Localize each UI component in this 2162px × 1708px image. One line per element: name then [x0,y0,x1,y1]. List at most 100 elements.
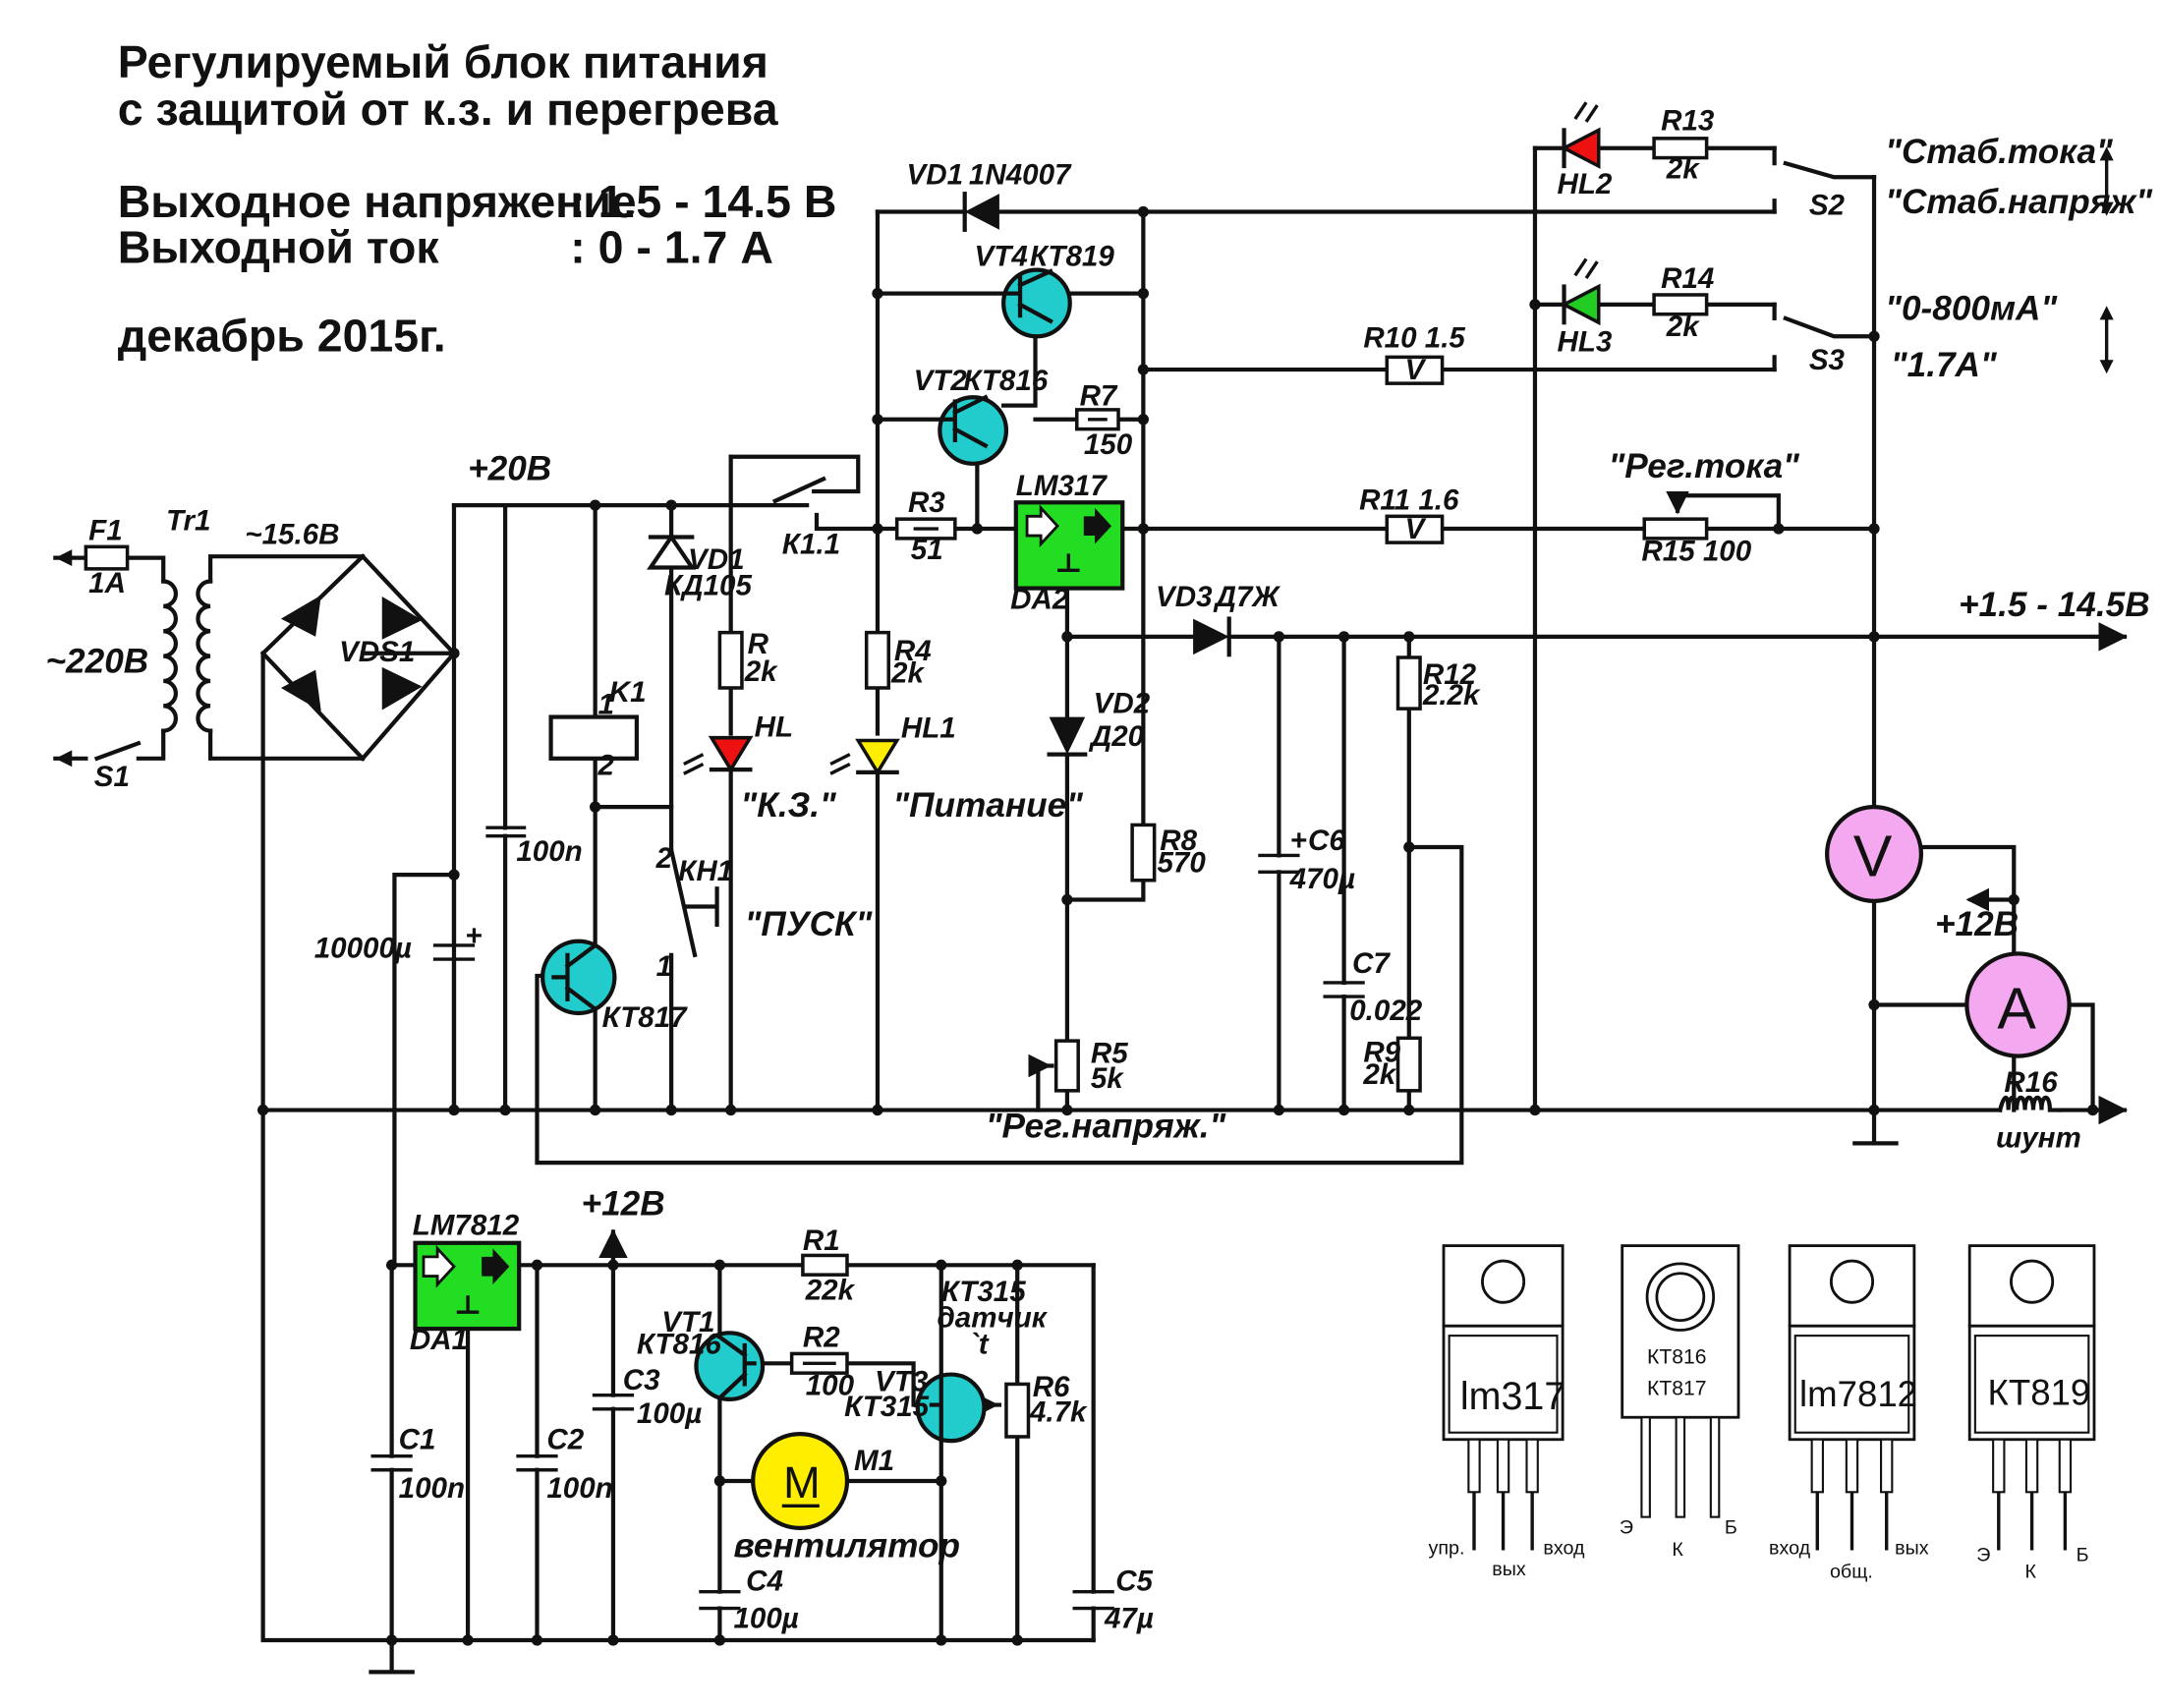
svg-text:+: + [465,920,482,952]
pinout-kt819: КТ819 Э К Б [1967,1244,2096,1583]
pkg-lm7812-name: lm7812 [1799,1374,1917,1414]
r8-value: 570 [1157,846,1206,879]
pkg-kt816-pin3: Б [1725,1517,1737,1539]
reg-toka-note: "Рег.тока" [1609,447,1801,485]
tr1-label: Tr1 [166,504,210,537]
ammeter: A [1964,951,2072,1058]
r5-value: 5k [1091,1062,1124,1095]
r14-value: 2k [1666,311,1700,343]
led-hl1-yellow: HL1 "Питание" [829,712,1084,825]
diode-vd2-d20: VD2 Д20 [1047,687,1151,757]
junction-dots [256,205,2099,1646]
vt4-value: КТ819 [1030,240,1114,272]
pusk-button-kh1: 2 1 КН1 "ПУСК" [655,842,874,983]
k1-label: K1 [609,676,647,709]
r13-label: R13 [1661,104,1715,137]
resistor-r4: R4 2k [864,630,932,690]
capacitor-100n-top: 100n [485,826,583,868]
range-17-note: "1.7А" [1891,346,1998,384]
capacitor-c2: C2 100n [516,1424,613,1505]
regulator-lm317: LM317 DA2 [1010,470,1125,616]
r7-label: R7 [1080,380,1118,413]
c7-value: 0.022 [1349,995,1423,1027]
transistor-vt4-kt819: VT4 КТ819 [975,240,1114,339]
f1-value: 1А [88,567,126,599]
transistor-vt1-kt816: VT1 КТ816 [637,1306,766,1402]
vt4-label: VT4 [975,240,1028,272]
k11-label: К1.1 [782,528,840,560]
kz-note: "К.З." [741,786,838,825]
led-hl-red: HL "К.З." [683,711,838,825]
resistor-r2: R2 100 [789,1321,855,1402]
vd1-label: VD1 [688,543,745,576]
vt1-value: КТ816 [637,1328,721,1360]
resistor-r8: R8 570 [1130,823,1206,882]
r9-value: 2k [1362,1058,1396,1091]
resistor-r11: V R11 1.6 [1359,484,1459,545]
potentiometer-r5: R5 5k "Рег.напряж." [986,1038,1227,1146]
lm317-label: LM317 [1016,470,1109,502]
transistor-vt2-kt816: VT2 КТ816 [914,365,1049,466]
c-100n-value: 100n [516,835,582,868]
pkg-lm7812-pin1: вход [1769,1538,1811,1560]
pinout-kt816-kt817: КТ816 КТ817 Э К Б [1620,1244,1740,1561]
kh1-label: КН1 [678,855,733,887]
resistor-r: R 2k [717,628,778,690]
plus12-label: +12В [582,1185,665,1224]
r12-value: 2.2k [1422,679,1481,712]
capacitor-c3: C3 100µ [592,1364,702,1430]
vd1n-value: 1N4007 [969,158,1072,191]
pkg-kt816-name: КТ816 [1647,1345,1706,1368]
voltage-spec-label: Выходное напряжение [118,176,637,227]
kh1-pin-1: 1 [656,950,672,983]
header: Регулируемый блок питания с защитой от к… [118,36,837,362]
s3-label: S3 [1809,344,1846,376]
c7-label: C7 [1352,947,1391,980]
c1-label: C1 [399,1424,436,1456]
current-spec-label: Выходной ток [118,222,440,273]
c3-label: C3 [623,1364,660,1396]
c2-value: 100n [546,1472,612,1505]
f1-label: F1 [88,514,123,546]
motor-symbol: M [783,1457,821,1508]
r10-mark: V [1405,354,1427,386]
pkg-lm317-pin3: вход [1543,1538,1585,1560]
c5-label: C5 [1115,1565,1153,1597]
hl-label: HL [755,711,793,743]
pusk-note: "ПУСК" [745,905,874,943]
shunt-r16: R16 шунт [1996,1066,2128,1155]
r16-value: шунт [1996,1122,2081,1155]
r2-label: R2 [803,1321,840,1353]
r16-label: R16 [2004,1066,2058,1099]
r14-label: R14 [1661,262,1714,295]
vt3-value: КТ315 [844,1391,929,1423]
switch-s3: S3 "0-800мА" "1.7А" [1809,289,2114,384]
c4-value: 100µ [733,1602,798,1634]
k1-pin-2: 2 [597,750,614,782]
c4-label: C4 [746,1565,783,1597]
current-spec-value: : 0 - 1.7 А [570,222,773,273]
pinout-lm7812: lm7812 вход общ. вых [1769,1244,1929,1583]
r7-value: 150 [1084,428,1133,461]
hl2-label: HL2 [1557,168,1612,200]
vt3-label: VT3 [875,1365,929,1397]
resistor-r14: R14 2k [1652,262,1714,343]
kt315-sensor-line3: `t [969,1328,990,1360]
diode-vd1-kd105: VD1 КД105 [646,533,752,602]
diode-1n4007: VD1 1N4007 [907,158,1072,232]
transistor-vt3-kt315: VT3 КТ315 КТ315 датчик `t [844,1276,1049,1444]
s1-label: S1 [94,761,130,793]
capacitor-c6: + C6 470µ [1258,825,1355,895]
resistor-r10: V R10 1.5 [1363,322,1465,386]
plus12-meter-label: +12В [1935,905,2019,943]
resistor-r7: R7 150 [1075,380,1133,461]
kt315-sensor-line1: КТ315 [941,1276,1026,1308]
stab-toka-note: "Стаб.тока" [1885,133,2114,171]
r1-label: R1 [803,1224,840,1257]
vd1-value: КД105 [664,570,752,602]
potentiometer-r15: R15 100 "Рег.тока" [1609,447,1801,568]
vd3-value: Д7Ж [1213,581,1281,613]
pkg-lm317-pin2: вых [1492,1559,1526,1580]
r8-label: R8 [1160,825,1197,857]
